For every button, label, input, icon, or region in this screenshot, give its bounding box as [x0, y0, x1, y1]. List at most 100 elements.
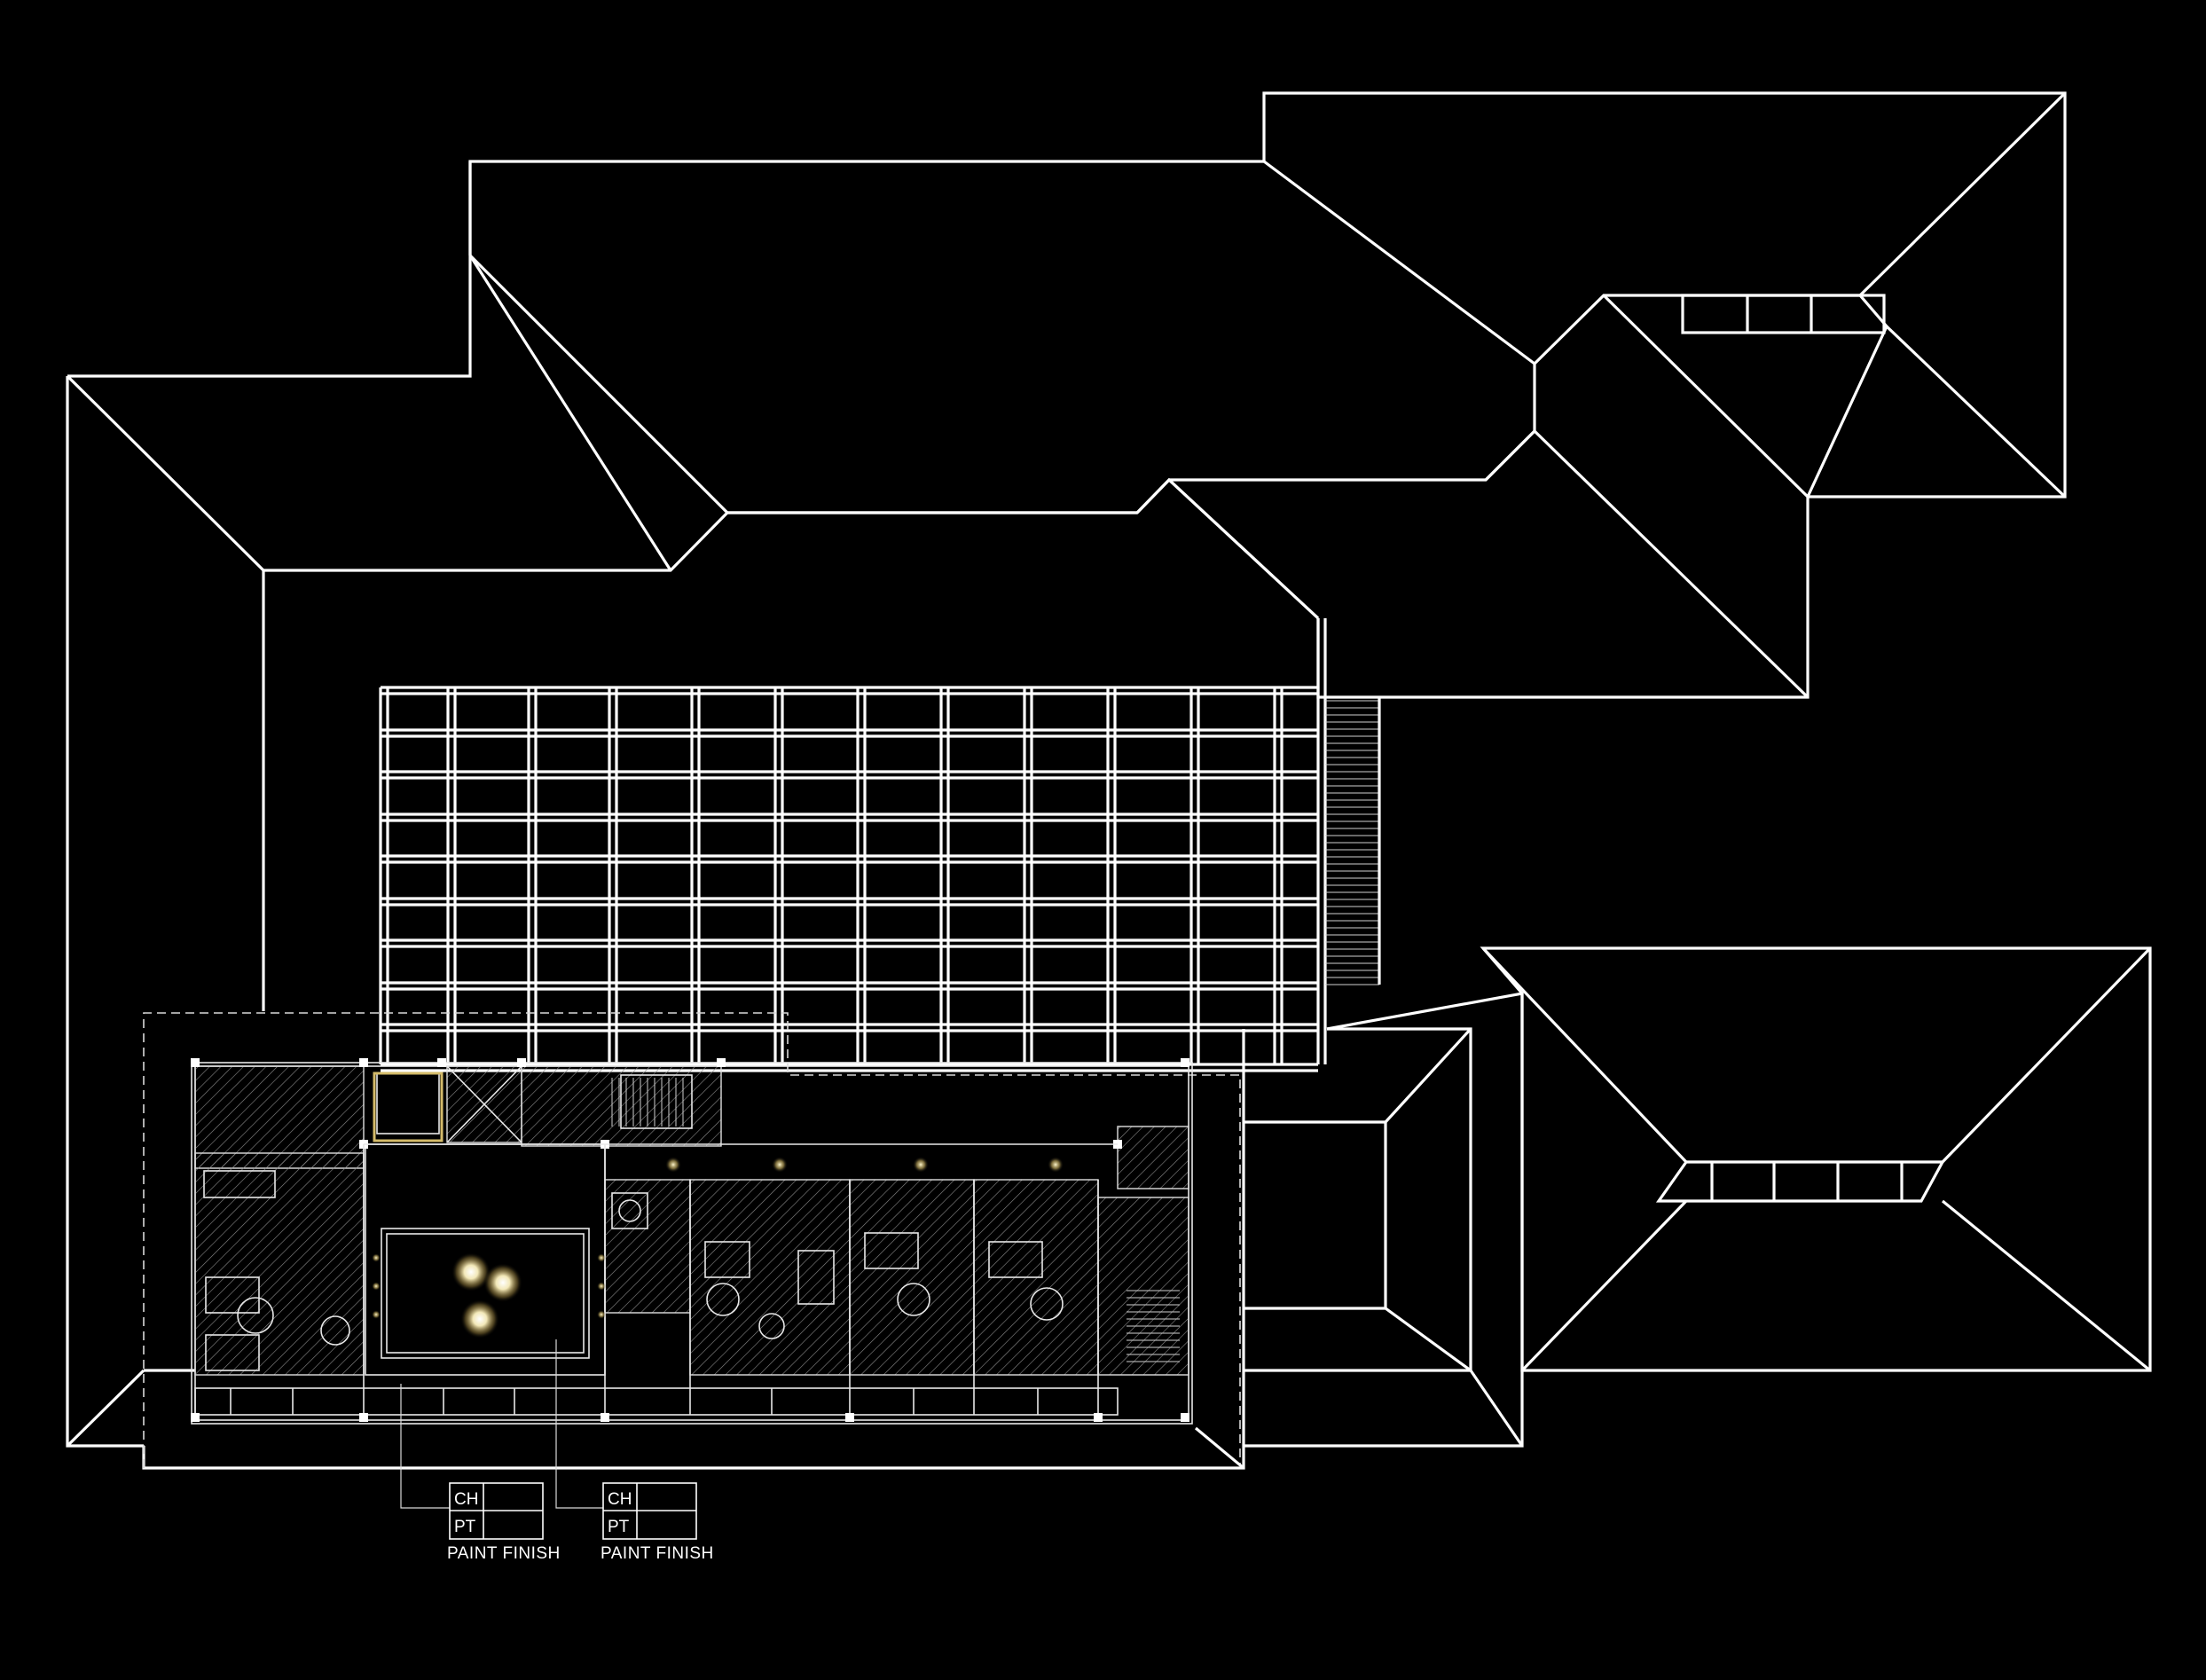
downlight: [913, 1157, 929, 1173]
finish-code-top: CH: [454, 1490, 478, 1509]
hip-line: [1469, 1370, 1524, 1447]
vent-strip: [1325, 697, 1381, 985]
shaft-box: [376, 1072, 440, 1134]
glazed-atrium-grid: [379, 618, 1327, 1072]
hip-line: [1194, 1426, 1245, 1470]
column-post: [717, 1058, 726, 1067]
stepped-roof-4: [1244, 1307, 1472, 1372]
bottom-perimeter: [142, 1029, 1245, 1470]
hip-line: [1167, 478, 1320, 620]
stair-treads-right: [1127, 1290, 1180, 1362]
door-swing: [758, 1313, 785, 1339]
column-post: [191, 1413, 200, 1422]
hip-line: [1941, 1199, 2152, 1372]
terrace-dividers: [230, 1388, 1099, 1415]
chandelier-light: [460, 1299, 499, 1339]
hip-line: [1484, 429, 1536, 482]
finish-tag-2: CH PT PAINT FINISH: [601, 1482, 714, 1563]
light-box: [373, 1072, 444, 1142]
hip-line: [1602, 294, 1810, 499]
column-post: [191, 1058, 200, 1067]
room-corner-top-left: [194, 1065, 365, 1169]
finish-code-top: CH: [608, 1490, 632, 1509]
hip-line: [1481, 946, 1688, 1164]
downlight: [1048, 1157, 1064, 1173]
hip-line: [66, 1369, 145, 1448]
middle-roof-ridge: [468, 254, 729, 514]
downlight: [772, 1157, 788, 1173]
stair-treads: [611, 1078, 684, 1127]
bed: [988, 1241, 1043, 1278]
feature-ceiling-inner: [386, 1233, 585, 1354]
upper-skylight: [1681, 294, 1886, 334]
column-post: [1181, 1413, 1189, 1422]
bed: [797, 1250, 835, 1305]
finish-tag-1: CH PT PAINT FINISH: [447, 1482, 561, 1563]
stepped-roof-1: [1244, 992, 1524, 1448]
stepped-roof-3: [1244, 1027, 1472, 1124]
floor-plan: [191, 1058, 1193, 1425]
bed-left: [205, 1276, 260, 1314]
finish-code-bottom: PT: [608, 1518, 630, 1536]
left-roof-outer: [67, 91, 2067, 699]
wall-light: [597, 1282, 606, 1291]
hip-line: [468, 255, 672, 571]
wall-light: [372, 1253, 381, 1262]
hip-line: [1941, 946, 2152, 1164]
finish-code-bottom: PT: [454, 1518, 476, 1536]
stepped-roof-2: [1244, 1027, 1472, 1372]
floor-plan-boundary: [143, 1012, 1241, 1468]
finish-caption: PAINT FINISH: [601, 1544, 714, 1563]
column-post: [437, 1058, 446, 1067]
column-post: [359, 1058, 368, 1067]
column-post: [359, 1413, 368, 1422]
elevator-cross: [446, 1065, 522, 1143]
light-fixtures: [372, 1157, 1064, 1339]
hip-line: [1520, 1199, 1688, 1372]
terrace-strip: [194, 1387, 1119, 1416]
wall-light: [597, 1253, 606, 1262]
wash-basin: [618, 1199, 641, 1222]
roof-outline: [66, 91, 2152, 1470]
feature-ceiling-outer: [381, 1228, 590, 1359]
wall-light: [372, 1310, 381, 1319]
middle-roof-ridge-2: [1135, 294, 1888, 514]
column-post: [601, 1413, 609, 1422]
finish-caption: PAINT FINISH: [447, 1544, 561, 1563]
hip-line: [1533, 429, 1810, 699]
table: [704, 1241, 750, 1278]
door-swing: [897, 1283, 930, 1316]
column-post: [1094, 1413, 1103, 1422]
column-post: [517, 1058, 526, 1067]
column-post: [1181, 1058, 1189, 1067]
hip-line: [66, 374, 265, 572]
bed: [864, 1232, 919, 1269]
toilet-block: [611, 1192, 648, 1229]
unit-4: [1097, 1197, 1189, 1376]
floor-plan-outline: [191, 1062, 1193, 1425]
lower-skylight: [1655, 1160, 1945, 1203]
bed-left-2: [205, 1334, 260, 1371]
hip-line: [1858, 91, 2067, 297]
furniture-block: [203, 1170, 276, 1198]
chandelier-light: [451, 1252, 491, 1291]
door-swing: [320, 1315, 350, 1346]
downlight: [665, 1157, 681, 1173]
door-swing: [237, 1297, 274, 1334]
finish-tag-leaders: [400, 1339, 603, 1509]
left-roof-bottom: [66, 376, 144, 1448]
wall-light: [372, 1282, 381, 1291]
hip-line: [1263, 160, 1535, 365]
service-room-right: [1117, 1126, 1189, 1189]
inner-ridge-top: [263, 477, 1320, 620]
column-post: [845, 1413, 854, 1422]
hip-line: [1885, 325, 2067, 499]
wall-light: [597, 1310, 606, 1319]
right-roof-outer: [1480, 946, 2152, 1372]
chandelier-light: [483, 1263, 522, 1302]
door-swing: [706, 1283, 740, 1316]
unit-2: [849, 1179, 975, 1376]
room-left-wing: [194, 1152, 365, 1376]
door-swing: [1030, 1287, 1064, 1321]
